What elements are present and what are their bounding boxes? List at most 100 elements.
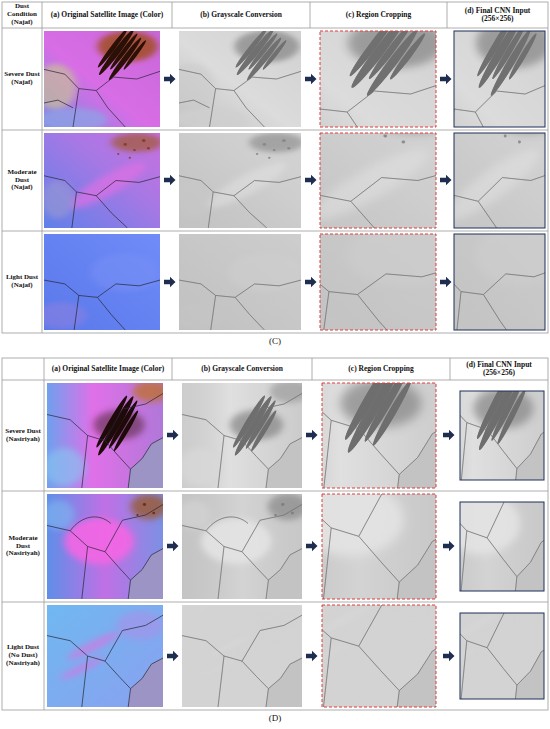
illustration-part (42, 2, 43, 333)
illustration-part (267, 556, 451, 721)
cell-text: (b) Grayscale Conversion (201, 365, 283, 373)
illustration-part (320, 133, 436, 228)
illustration-part (35, 26, 160, 131)
cell-text: Moderate Dust (Najaf) (4, 169, 40, 192)
cell-text: Severe Dust (Nasiriyah) (4, 428, 42, 443)
illustration-part (42, 494, 167, 599)
illustration-part (42, 133, 163, 228)
panel-caption: (D) (0, 713, 550, 724)
illustration-part (414, 459, 550, 603)
illustration-part (305, 175, 317, 185)
cell-text: Dust Condition (Najaf) (4, 3, 40, 26)
illustration-part (312, 358, 313, 380)
illustration-part (2, 602, 548, 603)
illustration-part (177, 494, 307, 599)
row-label: Light Dust (Najaf) (2, 231, 42, 333)
row-label: Light Dust (No Dust) (Nasiriyah) (2, 602, 44, 710)
column-header: (b) Grayscale Conversion (172, 2, 310, 28)
illustration-part (443, 651, 455, 661)
cell-text: (c) Region Cropping (348, 365, 413, 373)
illustration-part (460, 502, 544, 591)
illustration-part (177, 133, 304, 228)
illustration-part (440, 175, 452, 185)
illustration-part (35, 26, 160, 131)
illustration-part (415, 348, 550, 494)
illustration-part (36, 234, 160, 330)
column-header: (c) Region Cropping (312, 358, 450, 380)
illustration-part (44, 381, 170, 488)
illustration-part (44, 358, 45, 710)
illustration-part (259, 443, 458, 612)
illustration-part (450, 358, 451, 380)
illustration-part (169, 26, 301, 131)
illustration-part (167, 651, 179, 661)
illustration-part (169, 26, 301, 131)
satellite-image-row (42, 443, 550, 612)
illustration-part (47, 605, 163, 707)
illustration-part (447, 2, 448, 28)
illustration-part (454, 234, 545, 330)
cell-text: (c) Region Cropping (346, 11, 411, 19)
illustration-part (409, 197, 550, 345)
illustration-part (2, 28, 548, 29)
illustration-part (411, 103, 550, 251)
satellite-image-row (47, 556, 550, 721)
cell-text: Light Dust (No Dust) (Nasiriyah) (4, 644, 42, 667)
illustration-part (460, 391, 544, 480)
illustration-part (320, 31, 436, 127)
illustration-part (167, 430, 179, 440)
illustration-part (263, 197, 454, 345)
row-label: Severe Dust (Najaf) (2, 28, 42, 130)
illustration-part (42, 133, 163, 228)
illustration-part (440, 74, 452, 84)
illustration-part (454, 31, 545, 127)
illustration-part (164, 277, 176, 287)
illustration-part (306, 541, 318, 551)
illustration-part (443, 541, 455, 551)
illustration-part (305, 277, 317, 287)
illustration-part (266, 103, 455, 251)
illustration-part (178, 381, 309, 488)
column-header: (a) Original Satellite Image (Color) (44, 358, 172, 380)
illustration-part (320, 234, 436, 330)
cell-text: Moderate Dust (Nasiriyah) (4, 535, 42, 558)
illustration-part (172, 358, 173, 380)
illustration-part (182, 605, 302, 707)
panel-caption: (C) (0, 336, 550, 347)
illustration-part (172, 2, 173, 28)
illustration-part (261, 332, 461, 505)
illustration-part (164, 175, 176, 185)
illustration-part (170, 234, 301, 330)
illustration-part (310, 2, 311, 28)
illustration-part (164, 74, 176, 84)
illustration-part (419, 571, 550, 710)
illustration-part (306, 651, 318, 661)
row-label: Moderate Dust (Nasiriyah) (2, 491, 44, 602)
cell-text: (a) Original Satellite Image (Color) (51, 11, 163, 19)
illustration-part (411, 103, 550, 251)
cell-text: (a) Original Satellite Image (Color) (52, 365, 164, 373)
satellite-image-row (44, 332, 550, 505)
illustration-part (414, 459, 550, 603)
cell-text: (b) Grayscale Conversion (200, 11, 282, 19)
illustration-part (2, 130, 548, 131)
illustration-part (42, 494, 167, 599)
illustration-part (170, 234, 301, 330)
illustration-part (2, 380, 548, 381)
illustration-part (263, 197, 454, 345)
illustration-part (306, 430, 318, 440)
illustration-part (177, 494, 307, 599)
illustration-part (266, 103, 455, 251)
column-header: (d) Final CNN Input (256×256) (450, 358, 548, 380)
illustration-part (305, 74, 317, 84)
column-header: (b) Grayscale Conversion (172, 358, 312, 380)
illustration-part (440, 277, 452, 287)
illustration-part (322, 494, 436, 599)
illustration-part (2, 231, 548, 232)
illustration-part (322, 383, 436, 488)
illustration-part (36, 234, 160, 330)
row-label: Severe Dust (Nasiriyah) (2, 380, 44, 491)
illustration-part (2, 491, 548, 492)
row-label: Moderate Dust (Najaf) (2, 130, 42, 231)
